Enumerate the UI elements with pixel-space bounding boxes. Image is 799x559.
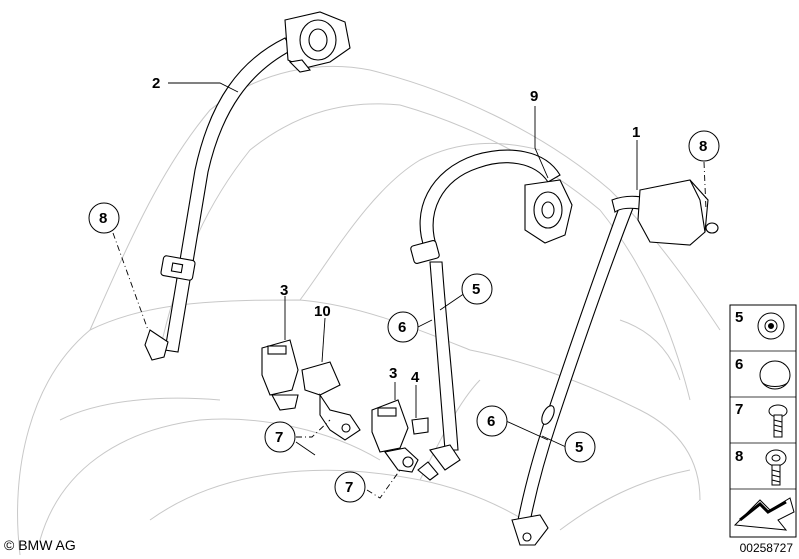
callout-6a-circle — [387, 311, 419, 343]
copyright-text: © BMW AG — [4, 537, 76, 553]
bolt-icon — [765, 449, 787, 486]
cap-icon — [759, 360, 791, 390]
legend: 5 6 7 8 — [729, 304, 797, 538]
seat-outline — [17, 65, 721, 556]
part-number: 00258727 — [739, 541, 793, 555]
callout-1: 1 — [632, 124, 640, 141]
callout-7a: 7 — [275, 429, 283, 446]
legend-number-6: 6 — [735, 356, 743, 373]
callout-5a-circle — [461, 273, 493, 305]
callouts: 2 8 3 10 9 1 8 5 6 3 4 7 7 6 5 — [88, 75, 720, 503]
callout-7a-circle — [264, 421, 296, 453]
callout-8b-circle — [688, 130, 720, 162]
callout-8a-circle — [88, 202, 120, 234]
callout-9: 9 — [530, 88, 538, 105]
belt-left — [144, 11, 351, 361]
arrow-icon — [733, 497, 795, 531]
callout-3b: 3 — [389, 365, 397, 382]
callout-2: 2 — [152, 75, 160, 92]
leader-lines — [112, 82, 707, 499]
legend-number-7: 7 — [735, 401, 743, 418]
callout-6b: 6 — [487, 413, 495, 430]
callout-6a: 6 — [398, 319, 406, 336]
rivet-icon — [757, 312, 785, 340]
belt-center — [410, 149, 573, 471]
legend-number-8: 8 — [735, 448, 743, 465]
callout-7b: 7 — [345, 479, 353, 496]
callout-6b-circle — [476, 405, 508, 437]
callout-5b-circle — [564, 431, 596, 463]
legend-frame — [729, 304, 797, 538]
callout-7b-circle — [334, 471, 366, 503]
callout-4: 4 — [411, 369, 420, 386]
buckle-center — [371, 399, 439, 481]
buckle-left — [261, 339, 361, 441]
callout-8a: 8 — [99, 210, 107, 227]
callout-5b: 5 — [575, 439, 583, 456]
callout-5a: 5 — [472, 281, 480, 298]
legend-number-5: 5 — [735, 309, 743, 326]
callout-8b: 8 — [699, 138, 707, 155]
callout-10: 10 — [314, 303, 331, 320]
belt-right — [511, 179, 719, 546]
screw-icon — [768, 404, 788, 438]
callout-3a: 3 — [280, 282, 288, 299]
